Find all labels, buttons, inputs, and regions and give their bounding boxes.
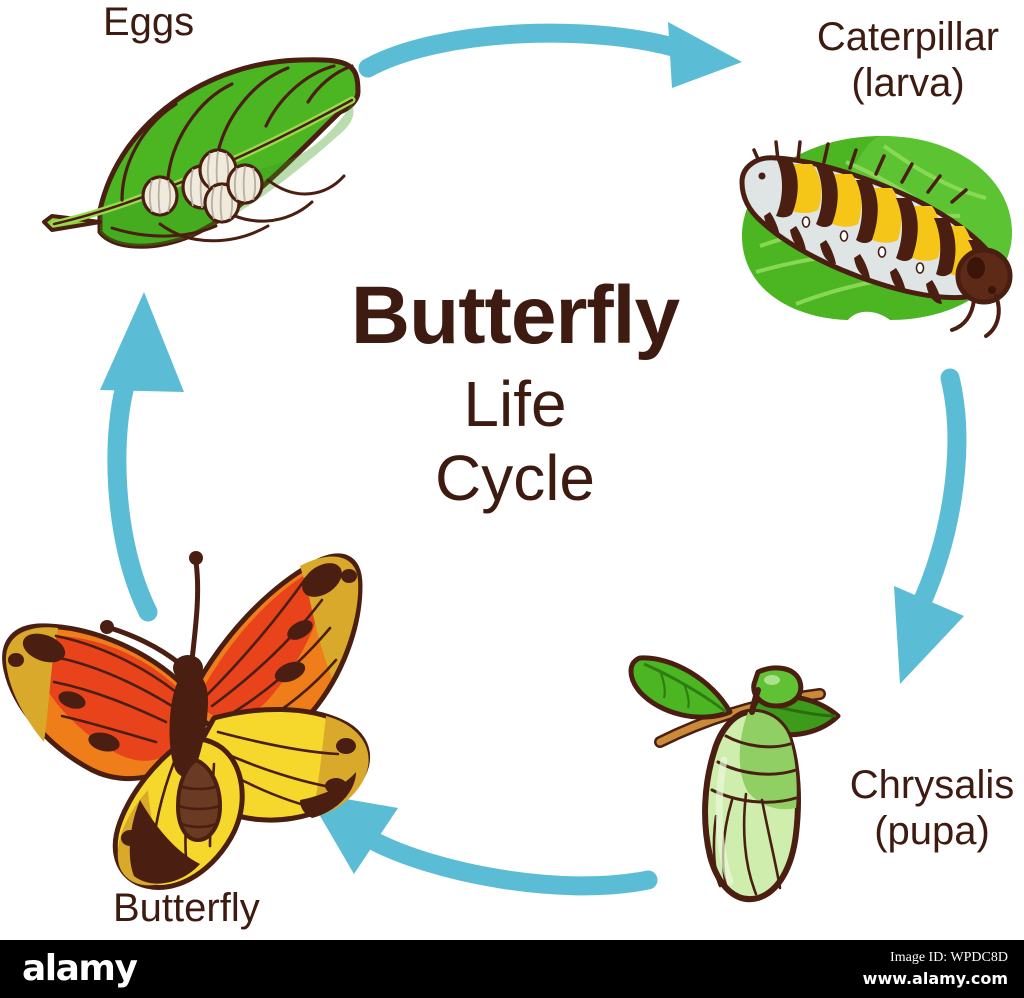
title-main: Butterfly (350, 270, 680, 361)
stage-label-chrysalis-line2: (pupa) (874, 809, 990, 853)
stage-label-caterpillar-line2: (larva) (851, 61, 965, 105)
title-line-cycle: Cycle (434, 442, 596, 514)
egg (141, 175, 179, 217)
chrysalis-illustration (628, 655, 841, 903)
egg (226, 163, 264, 205)
alamy-url-text: www.alamy.com (862, 969, 1008, 988)
page-title: Butterfly Life Cycle (280, 273, 750, 515)
alamy-watermark-bar: alamy Image ID: WPDC8D www.alamy.com (0, 940, 1024, 998)
egg-cluster (141, 148, 264, 224)
caterpillar-illustration (739, 136, 1013, 338)
life-cycle-illustration (2, 22, 1013, 903)
stage-label-chrysalis-line1: Chrysalis (849, 763, 1015, 807)
arrow-eggs-to-caterpillar (358, 22, 742, 88)
stage-label-eggs: Eggs (103, 0, 195, 44)
stage-label-caterpillar: Caterpillar(larva) (800, 14, 1016, 106)
stage-label-chrysalis: Chrysalis(pupa) (840, 762, 1024, 854)
arrow-caterpillar-to-chrysalis (894, 368, 967, 684)
stage-label-butterfly: Butterfly (113, 886, 260, 930)
eggs-on-leaf-illustration (42, 57, 361, 249)
arrow-chrysalis-to-butterfly (306, 792, 658, 896)
butterfly-illustration (2, 551, 370, 890)
title-line-life: Life (463, 368, 567, 440)
image-id-text: Image ID: WPDC8D (890, 950, 1008, 965)
alamy-logo: alamy (22, 948, 138, 989)
arrow-butterfly-to-eggs (100, 292, 184, 622)
stage-label-caterpillar-line1: Caterpillar (816, 15, 1000, 59)
footer-meta: Image ID: WPDC8D www.alamy.com (863, 948, 1008, 990)
